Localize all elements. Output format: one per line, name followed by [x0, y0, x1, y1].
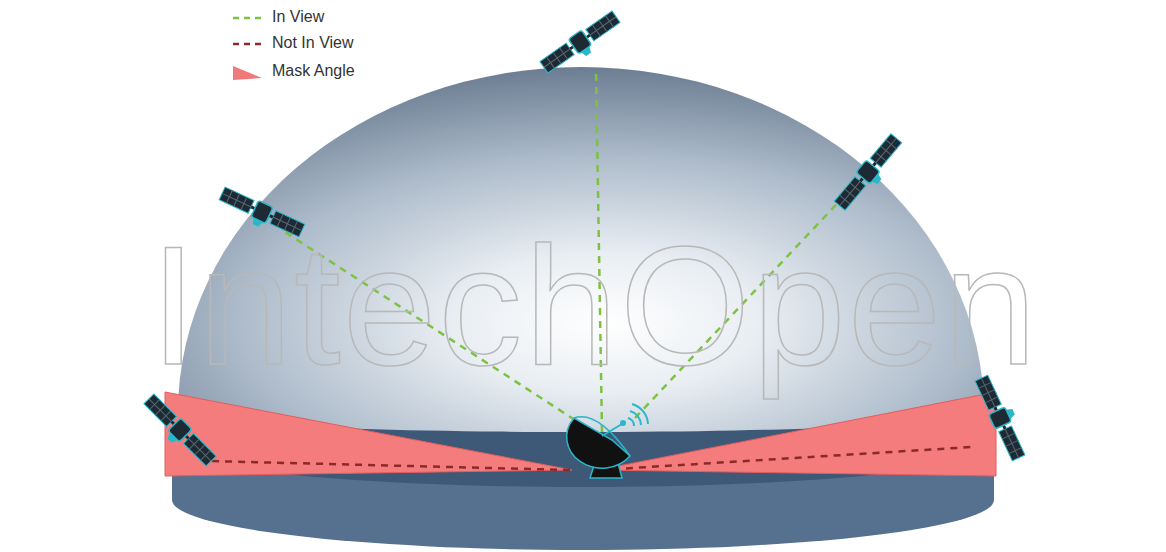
legend-label: Mask Angle — [272, 62, 355, 80]
satellite — [539, 9, 625, 79]
not-in-view-line — [208, 461, 570, 470]
mask-angle-sample — [233, 66, 262, 80]
watermark: IntechOpen — [150, 210, 1039, 403]
in-view-sample — [233, 17, 262, 20]
mask-angle-wedge — [598, 392, 996, 476]
legend-label: In View — [272, 8, 324, 26]
ground-antenna — [567, 404, 648, 478]
legend-label: Not In View — [272, 34, 354, 52]
not-in-view-line — [600, 447, 972, 470]
mask-angle-wedge — [165, 392, 572, 476]
satellite — [820, 129, 921, 219]
not-in-view-sample — [233, 43, 262, 46]
